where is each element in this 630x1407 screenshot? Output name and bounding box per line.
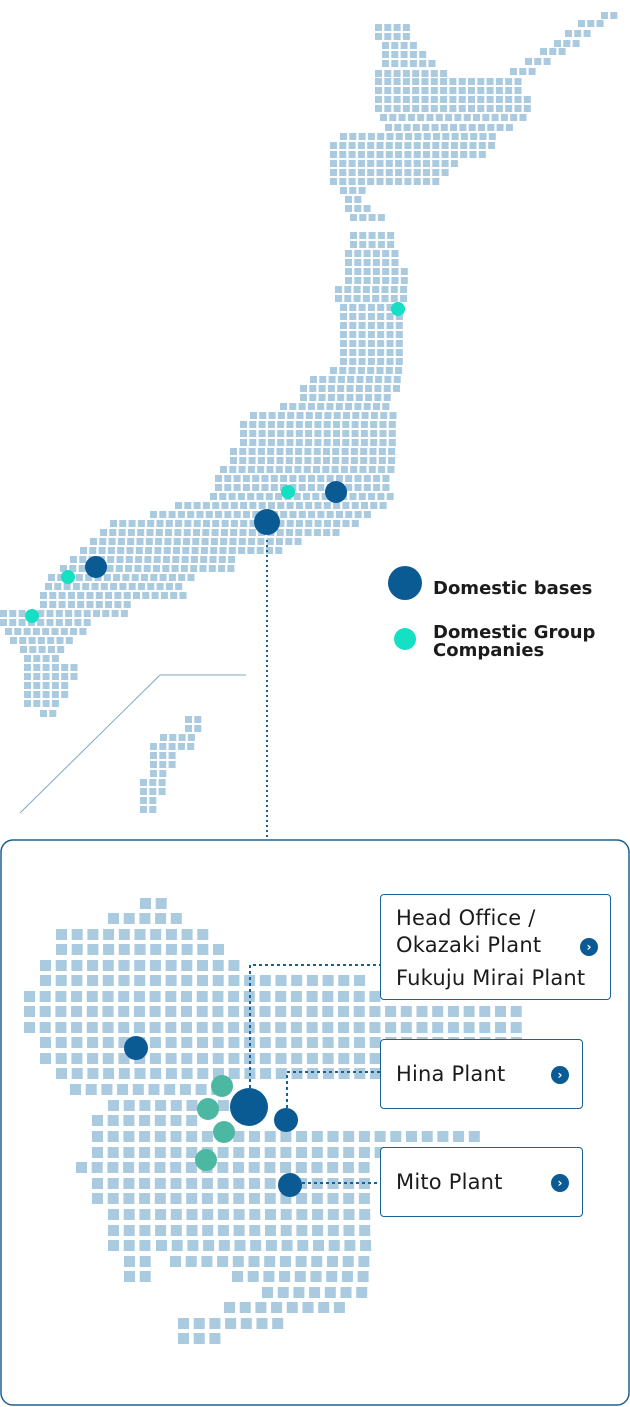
- mito-plant-label: Mito Plant: [396, 1170, 503, 1194]
- mito-plant-link-box[interactable]: Mito Plant ›: [380, 1147, 583, 1217]
- group-companies-legend-label-2: Companies: [433, 640, 544, 661]
- base-marker-chugoku[interactable]: [85, 556, 107, 578]
- head-office-marker[interactable]: [230, 1088, 268, 1126]
- group-company-marker-detail-2[interactable]: [197, 1098, 219, 1120]
- base-marker-kanto[interactable]: [325, 481, 347, 503]
- hina-plant-link-box[interactable]: Hina Plant ›: [380, 1039, 583, 1109]
- fukuju-mirai-plant-label: Fukuju Mirai Plant: [396, 966, 586, 990]
- group-company-marker-detail-1[interactable]: [211, 1075, 233, 1097]
- head-office-connector: [249, 964, 380, 1094]
- chevron-right-icon: ›: [551, 1174, 569, 1192]
- map-legend: Domestic bases Domestic Group Companies: [388, 566, 596, 661]
- domestic-bases-legend-label: Domestic bases: [433, 578, 592, 599]
- group-company-legend-icon: [394, 628, 416, 650]
- group-company-marker-chugoku[interactable]: [61, 570, 75, 584]
- okinawa-inset-divider: [19, 674, 161, 814]
- base-marker-okazaki[interactable]: [254, 509, 280, 535]
- hina-connector: [286, 1071, 380, 1108]
- head-office-label: Head Office /: [396, 906, 536, 930]
- group-company-marker-tohoku[interactable]: [391, 302, 405, 316]
- detail-connectors: [249, 964, 380, 1184]
- group-company-marker-detail-3[interactable]: [213, 1121, 235, 1143]
- group-company-marker-kyushu[interactable]: [25, 609, 39, 623]
- japan-map-tiles: [0, 12, 618, 813]
- head-office-fukuju-link-box[interactable]: Head Office / Okazaki Plant Fukuju Mirai…: [380, 894, 611, 1000]
- okazaki-plant-label: Okazaki Plant: [396, 933, 542, 957]
- group-company-marker-chubu[interactable]: [281, 485, 295, 499]
- group-company-marker-detail-4[interactable]: [195, 1149, 217, 1171]
- domestic-base-legend-icon: [388, 566, 422, 600]
- chevron-right-icon: ›: [551, 1066, 569, 1084]
- group-companies-legend-label-1: Domestic Group: [433, 622, 596, 643]
- base-marker-nishio[interactable]: [124, 1036, 148, 1060]
- mito-plant-marker[interactable]: [278, 1173, 302, 1197]
- detail-markers: [124, 1036, 302, 1197]
- hina-plant-label: Hina Plant: [396, 1062, 506, 1086]
- japan-markers: [25, 302, 405, 623]
- hina-plant-marker[interactable]: [274, 1108, 298, 1132]
- chevron-right-icon: ›: [580, 938, 598, 956]
